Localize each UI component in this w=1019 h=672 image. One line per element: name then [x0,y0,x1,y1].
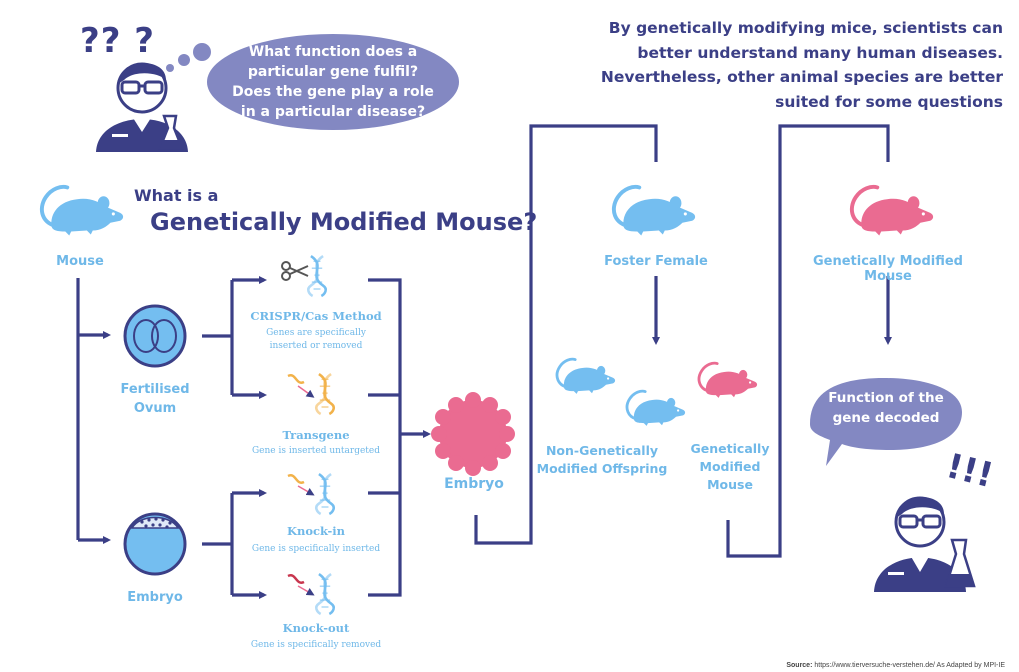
method-name: Knock-out [282,621,350,635]
dna-icon [314,472,336,516]
question-bubble-text: What function does a particular gene ful… [226,42,440,122]
label-line: Mouse [707,477,753,492]
gene-remove-icon [287,574,315,596]
question-marks: ?? ? [80,21,156,61]
gm-offspring-mouse-icon [697,361,759,400]
scientist-icon [874,496,976,592]
embryo-label: Embryo [444,476,504,492]
intro-line: suited for some questions [775,92,1003,111]
dna-icon [314,372,336,416]
dna-icon [314,572,336,616]
offspring-mouse-icon [625,389,687,428]
question-line: in a particular disease? [240,104,426,120]
method-transgene: Transgene Gene is inserted untargeted [236,428,396,456]
blastocyst-icon [123,512,187,576]
method-name: CRISPR/Cas Method [250,309,382,323]
gene-insert-icon [287,474,315,496]
method-desc: Gene is specifically removed [250,640,382,650]
thought-dots [166,43,211,72]
page-title: Genetically Modified Mouse? [150,208,538,236]
method-desc: Genes are specifically [266,328,366,338]
method-knock-out: Knock-out Gene is specifically removed [236,621,396,650]
scissors-icon [281,261,309,281]
gm-mouse-icon [852,187,933,236]
source-text: https://www.tierversuche-verstehen.de/ A… [812,662,1005,669]
label-line: Modified Offspring [536,461,668,476]
intro-line: Nevertheless, other animal species are b… [600,68,1003,86]
label-line: Fertilised [120,382,190,397]
method-crispr: CRISPR/Cas Method Genes are specifically… [244,309,388,353]
source-label: Source: [786,662,813,669]
label-line: Genetically [690,441,770,456]
question-bubble [207,34,459,130]
method-desc: Gene is specifically inserted [251,544,381,554]
mouse-icon [42,187,123,236]
embryo-icon [431,392,515,476]
label-line: Modified [699,459,761,474]
answer-line: Function of the [828,390,944,406]
foster-mouse-icon [614,187,695,236]
intro-line: better understand many human diseases. [637,43,1003,62]
method-name: Knock-in [286,524,346,538]
non-gm-offspring-label: Non-Genetically Modified Offspring [532,442,672,478]
gm-offspring-label: Genetically Modified Mouse [680,440,780,494]
method-desc: Gene is inserted untargeted [251,446,380,456]
answer-line: gene decoded [832,410,940,426]
ovum-icon [123,304,187,368]
gene-insert-icon [287,374,315,398]
label-line: Ovum [133,401,177,416]
answer-bubble [810,378,962,466]
question-line: What function does a [248,44,418,60]
intro-text: By genetically modifying mice, scientist… [563,16,1003,114]
scientist-icon [96,62,188,152]
gm-mouse-label: Genetically Modified Mouse [812,254,963,284]
offspring-mouse-icon [555,357,617,396]
title-line1: What is a [134,186,219,205]
intro-line: By genetically modifying mice, scientist… [608,19,1003,37]
method-knock-in: Knock-in Gene is specifically inserted [236,524,396,554]
fertilised-ovum-label: Fertilised Ovum [105,380,205,418]
dna-icon [306,254,328,298]
method-desc: inserted or removed [269,341,363,351]
embryo-small-label: Embryo [127,590,183,605]
mouse-label: Mouse [56,254,104,269]
method-name: Transgene [282,428,350,442]
foster-female-label: Foster Female [604,254,708,269]
question-line: Does the gene play a role [232,84,434,100]
source-credit: Source: https://www.tierversuche-versteh… [786,662,1005,669]
connector-lines [76,124,892,599]
label-line: Non-Genetically [545,443,659,458]
answer-bubble-text: Function of the gene decoded [818,388,954,428]
question-line: particular gene fulfil? [247,64,419,80]
